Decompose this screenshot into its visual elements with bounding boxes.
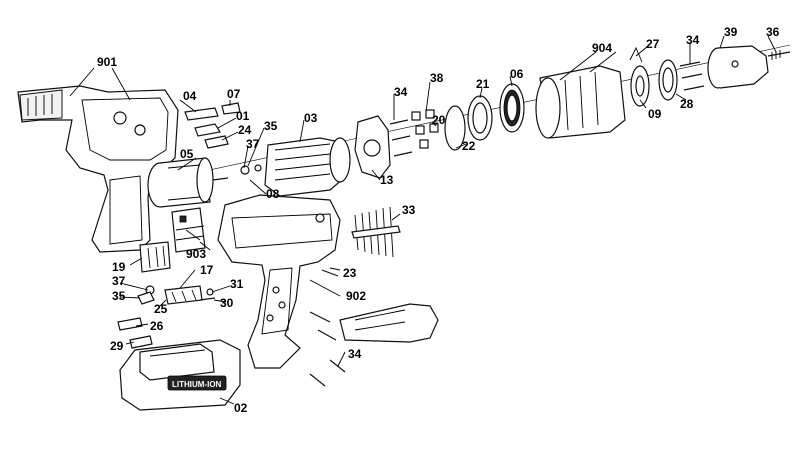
ring-gears	[444, 95, 493, 151]
motor	[147, 157, 229, 208]
part-label-23: 23	[343, 266, 357, 280]
part-label-901: 901	[97, 55, 117, 69]
selector-parts	[184, 102, 241, 149]
part-label-26: 26	[150, 319, 164, 333]
drill-chuck	[707, 45, 769, 89]
part-label-01: 01	[236, 109, 250, 123]
part-label-05: 05	[180, 147, 194, 161]
gearbox	[240, 137, 351, 197]
part-label-35: 35	[264, 119, 278, 133]
part-label-02: 02	[234, 401, 248, 415]
battery-label-band	[167, 375, 227, 391]
housing-screws	[309, 269, 346, 387]
part-label-29: 29	[110, 339, 124, 353]
gear-end-plate	[354, 115, 391, 179]
part-label-30: 30	[220, 296, 234, 310]
part-label-34: 34	[686, 33, 700, 47]
part-label-37: 37	[246, 137, 260, 151]
part-label-904: 904	[592, 41, 612, 55]
part-label-31: 31	[230, 277, 244, 291]
part-label-28: 28	[680, 97, 694, 111]
right-housing-half	[217, 194, 341, 369]
part-label-36: 36	[766, 25, 780, 39]
part-label-39: 39	[724, 25, 738, 39]
battery-pack: LITHIUM-ION	[119, 339, 241, 411]
battery-brand-text: LITHIUM-ION	[172, 380, 222, 389]
part-label-27: 27	[646, 37, 660, 51]
part-label-17: 17	[200, 263, 214, 277]
part-label-25: 25	[154, 302, 168, 316]
clutch-spring-parts	[629, 46, 678, 107]
left-housing-half	[17, 85, 179, 253]
part-label-34: 34	[348, 347, 362, 361]
side-grip	[339, 303, 439, 343]
part-label-34: 34	[394, 85, 408, 99]
planet-gear-parts	[389, 109, 439, 157]
part-label-20: 20	[432, 113, 446, 127]
part-label-04: 04	[183, 89, 197, 103]
battery-contacts	[139, 241, 171, 273]
part-label-08: 08	[266, 187, 280, 201]
part-label-902: 902	[346, 289, 366, 303]
part-label-38: 38	[430, 71, 444, 85]
part-label-35: 35	[112, 289, 126, 303]
battery-latch-parts	[117, 317, 153, 349]
assembly-axis	[139, 44, 791, 186]
leader-lines	[69, 35, 777, 405]
switch-small-parts	[137, 285, 216, 305]
part-label-22: 22	[462, 139, 476, 153]
chuck-screw	[767, 50, 791, 60]
part-label-13: 13	[380, 173, 394, 187]
clutch-sleeve	[535, 65, 626, 139]
part-label-07: 07	[227, 87, 241, 101]
part-label-06: 06	[510, 67, 524, 81]
part-label-09: 09	[648, 107, 662, 121]
part-label-37: 37	[112, 274, 126, 288]
part-label-24: 24	[238, 123, 252, 137]
part-label-21: 21	[476, 77, 490, 91]
part-label-33: 33	[402, 203, 416, 217]
clutch-ring	[499, 83, 525, 133]
part-label-03: 03	[304, 111, 318, 125]
contact-strip	[351, 206, 401, 258]
trigger-switch	[171, 207, 206, 253]
part-label-903: 903	[186, 247, 206, 261]
part-label-19: 19	[112, 260, 126, 274]
